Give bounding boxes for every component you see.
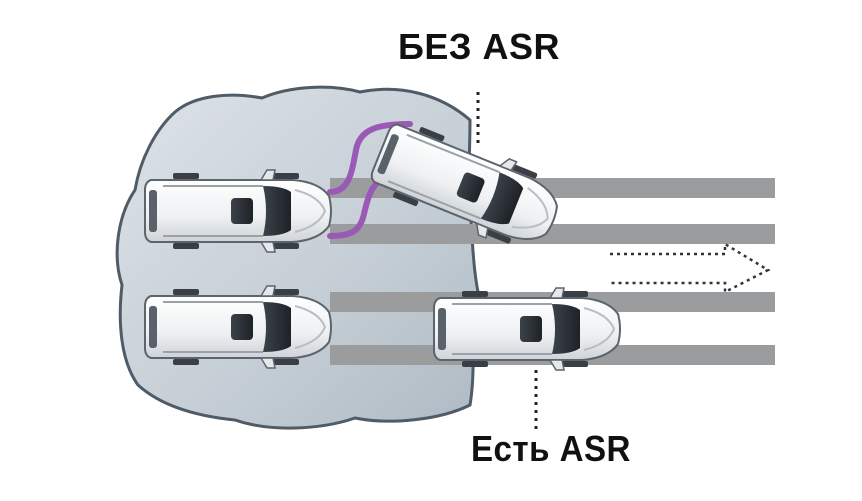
car-lower-moving bbox=[433, 287, 621, 371]
slip-path bbox=[327, 121, 413, 239]
direction-arrow bbox=[610, 241, 771, 295]
label-with-asr: Есть ASR bbox=[471, 428, 631, 469]
car-upper-start bbox=[144, 169, 332, 253]
label-without-asr: БЕЗ ASR bbox=[398, 26, 560, 67]
car-lower-start bbox=[144, 285, 332, 369]
lane-2 bbox=[330, 224, 775, 244]
